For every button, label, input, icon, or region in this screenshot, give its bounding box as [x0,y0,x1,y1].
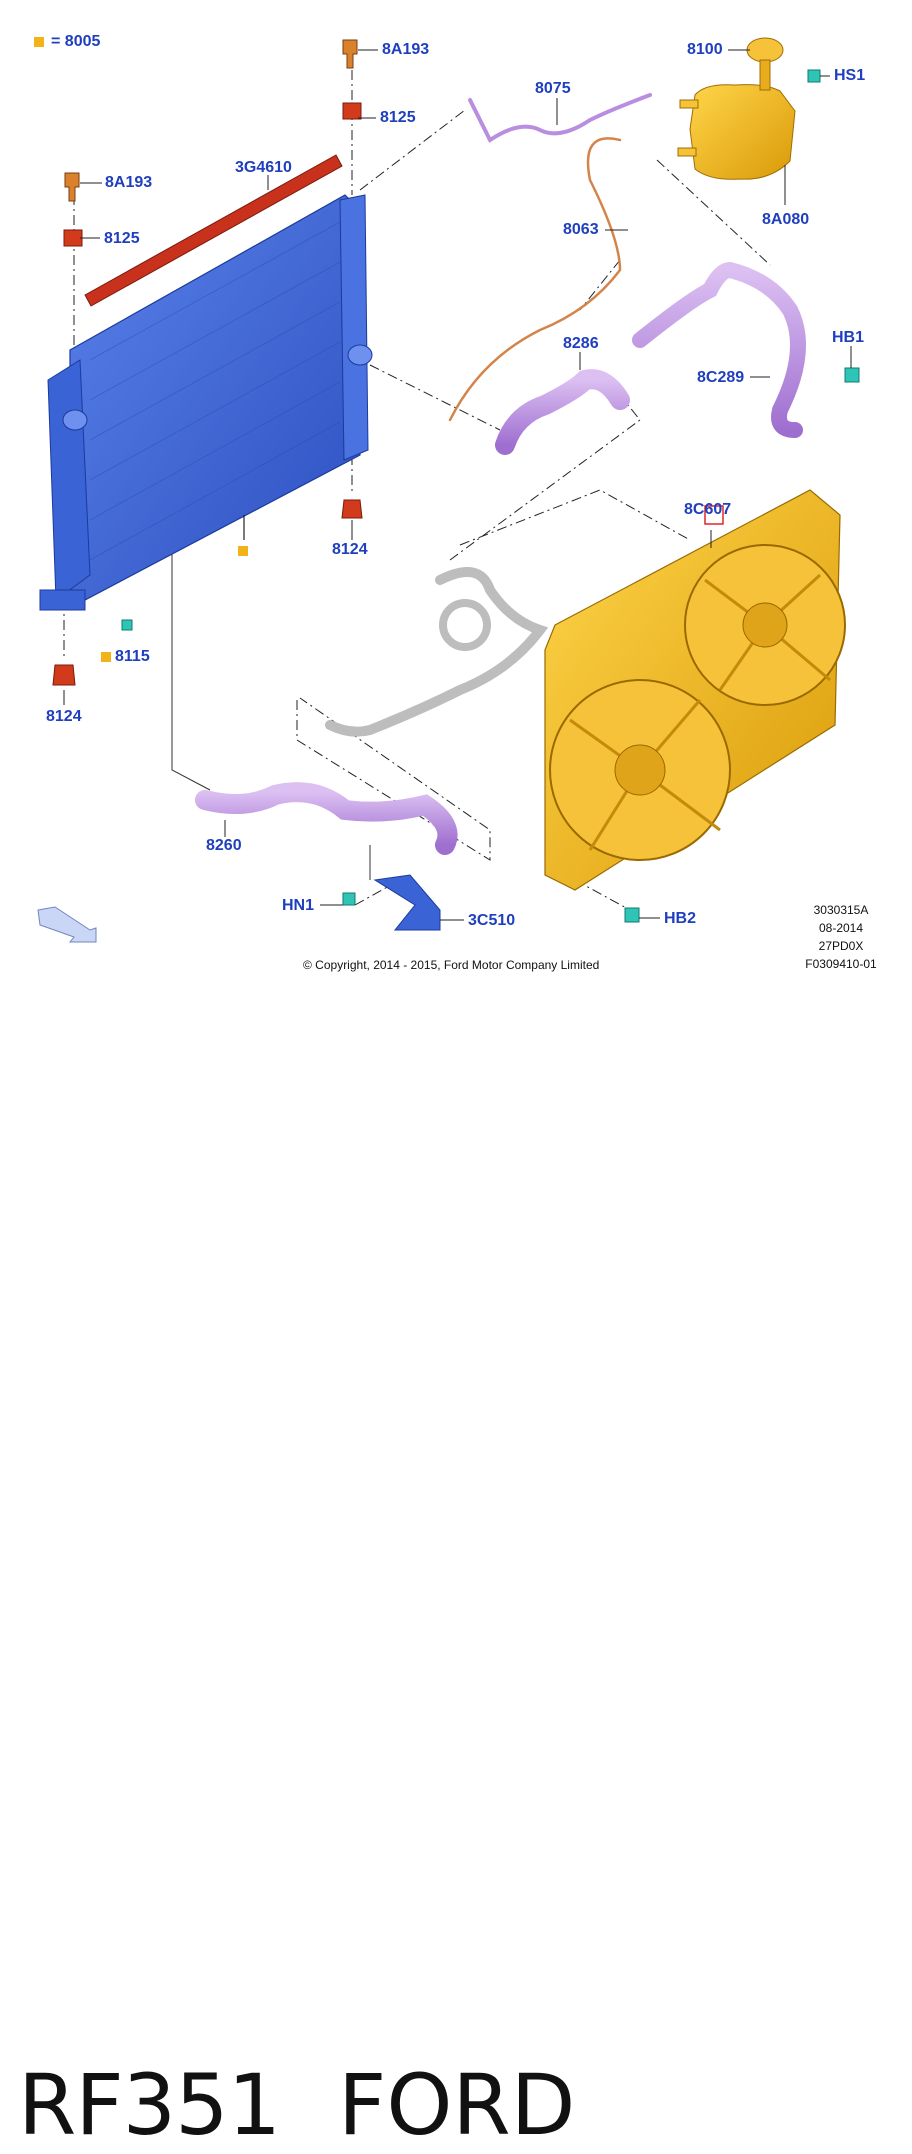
legend-text: = 8005 [51,33,101,50]
label-3G4610: 3G4610 [235,159,292,176]
ref-line-2: 08-2014 [818,921,864,935]
parts-illustration [37,37,860,943]
hoses [195,93,806,855]
label-8100: 8100 [687,41,723,58]
ref-line-4: F0309410-01 [805,957,877,971]
ref-line-3: 27PD0X [818,939,864,953]
brand-name: FORD [338,2056,576,2154]
part-code: RF351 [18,2056,281,2154]
label-HS1: HS1 [834,67,866,84]
label-8125-top: 8125 [380,109,416,126]
fasteners-red [52,39,363,686]
label-8260: 8260 [206,837,242,854]
label-8C289: 8C289 [697,369,745,386]
legend-swatch [34,37,44,47]
label-8115: 8115 [115,648,150,665]
label-8A080: 8A080 [762,211,810,228]
seal-strip-3G4610 [84,154,343,307]
label-8A193-top: 8A193 [382,41,430,58]
label-HB1: HB1 [832,329,865,346]
legend-marker-8115 [101,652,111,662]
label-HB2: HB2 [664,910,697,927]
front-arrow-icon [37,906,97,943]
fasteners-teal [121,69,860,923]
label-8125-left: 8125 [104,230,140,247]
label-8075: 8075 [535,80,571,97]
label-8C607: 8C607 [684,501,732,518]
label-8A193-left: 8A193 [105,174,153,191]
bracket-3C510 [373,874,441,931]
label-8063: 8063 [563,221,599,238]
coolant-reservoir [677,37,796,205]
ref-line-1: 3030315A [813,903,869,917]
copyright-notice: © Copyright, 2014 - 2015, Ford Motor Com… [303,958,600,972]
label-leaders [63,49,852,921]
label-8124-mid: 8124 [332,541,368,558]
engine-pipe [325,567,549,737]
label-8124-left: 8124 [46,708,82,725]
label-8286: 8286 [563,335,599,352]
radiator [39,194,373,611]
label-3C510: 3C510 [468,912,516,929]
label-HN1: HN1 [282,897,315,914]
legend-marker-radiator [238,546,248,556]
bottom-title: RF351 FORD [0,1005,912,2147]
fan-shroud [544,489,846,891]
parts-diagram: = 8005 8A193 8125 8A193 8125 3G4610 8075… [0,0,912,1000]
